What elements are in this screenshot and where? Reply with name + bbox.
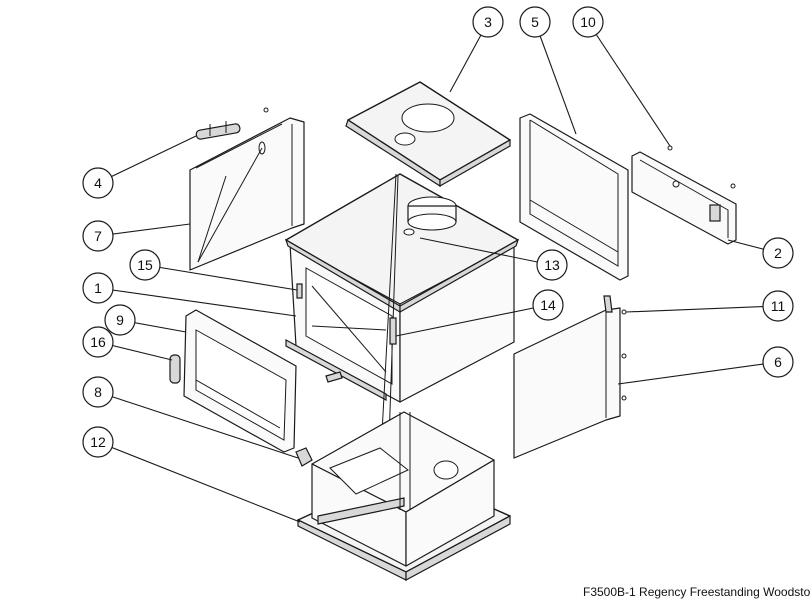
callout-7: 7 xyxy=(82,220,114,252)
callout-16: 16 xyxy=(82,326,114,358)
svg-text:2: 2 xyxy=(774,245,782,261)
callout-11: 11 xyxy=(762,290,794,322)
svg-text:6: 6 xyxy=(774,354,782,370)
svg-text:12: 12 xyxy=(90,434,106,450)
stove-door xyxy=(169,309,297,453)
callout-14: 14 xyxy=(532,289,564,321)
leader-lines xyxy=(97,21,779,523)
right-side-panel xyxy=(513,295,627,459)
callout-5: 5 xyxy=(519,6,551,38)
footer-title: F3500B-1 Regency Freestanding Woodsto xyxy=(583,585,810,599)
svg-text:7: 7 xyxy=(94,228,102,244)
svg-text:13: 13 xyxy=(544,257,560,273)
callout-4: 4 xyxy=(82,167,114,199)
top-plate xyxy=(345,81,511,188)
svg-text:14: 14 xyxy=(540,297,556,313)
callout-1: 1 xyxy=(82,272,114,304)
callout-12: 12 xyxy=(82,426,114,458)
svg-text:8: 8 xyxy=(94,384,102,400)
callout-15: 15 xyxy=(129,249,161,281)
heat-tube xyxy=(195,121,241,140)
callout-13: 13 xyxy=(536,249,568,281)
svg-text:16: 16 xyxy=(90,334,106,350)
blower-assembly xyxy=(631,145,737,245)
left-side-panel xyxy=(189,107,305,271)
stove-body xyxy=(284,173,520,471)
callout-10: 10 xyxy=(572,6,604,38)
callout-2: 2 xyxy=(762,237,794,269)
callout-8: 8 xyxy=(82,376,114,408)
svg-text:10: 10 xyxy=(580,14,596,30)
svg-text:5: 5 xyxy=(531,14,539,30)
back-heat-shield xyxy=(519,113,629,281)
svg-text:4: 4 xyxy=(94,175,102,191)
svg-text:15: 15 xyxy=(137,257,153,273)
callout-6: 6 xyxy=(762,346,794,378)
svg-text:3: 3 xyxy=(484,14,492,30)
callout-9: 9 xyxy=(104,304,136,336)
svg-text:9: 9 xyxy=(116,312,124,328)
door-latch xyxy=(295,447,313,467)
svg-text:1: 1 xyxy=(94,280,102,296)
callout-3: 3 xyxy=(472,6,504,38)
pedestal-base xyxy=(297,411,511,582)
svg-text:11: 11 xyxy=(771,298,786,314)
